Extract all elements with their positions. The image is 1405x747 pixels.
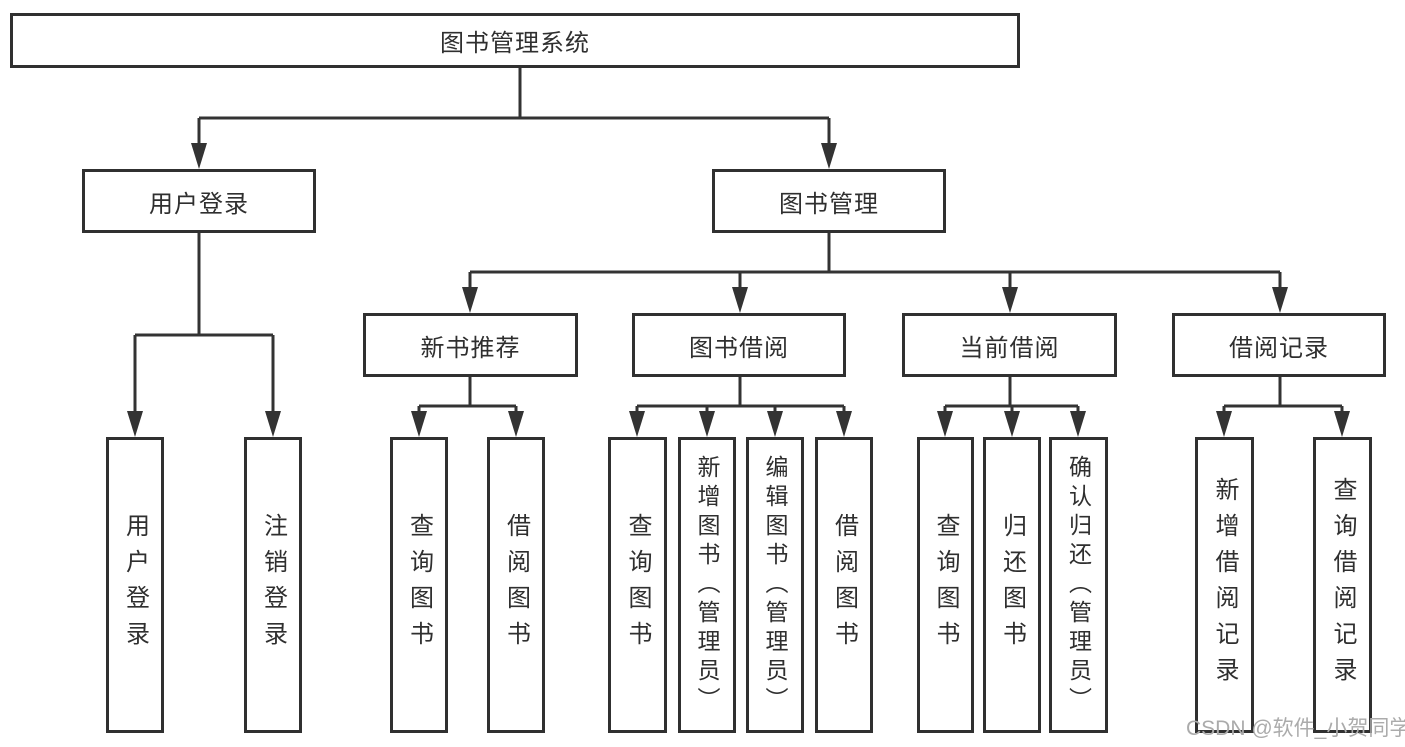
- node-label: 查询图书: [624, 513, 651, 657]
- node-label: 图书管理: [779, 190, 879, 218]
- node-label: 查询借阅记录: [1329, 477, 1356, 693]
- node-label: 编辑图书（管理员）: [762, 454, 788, 716]
- node-label: 用户登录: [149, 190, 249, 218]
- node-new-book-recommend: 新书推荐: [363, 313, 578, 377]
- node-label: 图书借阅: [689, 334, 789, 362]
- node-query-books: 查询图书: [608, 437, 667, 733]
- node-library-management-system: 图书管理系统: [10, 13, 1020, 68]
- node-edit-books-admin: 编辑图书（管理员）: [746, 437, 804, 733]
- node-query-books: 查询图书: [917, 437, 974, 733]
- node-book-management: 图书管理: [712, 169, 946, 233]
- node-label: 注销登录: [259, 513, 287, 657]
- node-label: 新增借阅记录: [1211, 477, 1238, 693]
- node-label: 图书管理系统: [440, 30, 590, 57]
- node-label: 查询图书: [405, 513, 433, 657]
- node-label: 归还图书: [998, 513, 1026, 657]
- node-add-borrow-record: 新增借阅记录: [1195, 437, 1254, 733]
- watermark-text: CSDN @软件_小贺同学: [1186, 717, 1405, 740]
- node-user-login: 用户登录: [82, 169, 316, 233]
- node-book-borrowing: 图书借阅: [632, 313, 846, 377]
- node-logout: 注销登录: [244, 437, 302, 733]
- node-label: 用户登录: [121, 513, 149, 657]
- node-label: 新书推荐: [420, 334, 521, 362]
- node-label: 新增图书（管理员）: [694, 454, 720, 716]
- node-label: 借阅图书: [830, 513, 858, 657]
- node-borrow-books: 借阅图书: [815, 437, 873, 733]
- node-label: 查询图书: [932, 513, 959, 657]
- node-current-borrowing: 当前借阅: [902, 313, 1117, 377]
- node-label: 借阅图书: [502, 513, 530, 657]
- node-confirm-return-admin: 确认归还（管理员）: [1049, 437, 1108, 733]
- node-borrow-books: 借阅图书: [487, 437, 545, 733]
- node-query-books: 查询图书: [390, 437, 448, 733]
- node-label: 借阅记录: [1229, 334, 1329, 362]
- node-return-books: 归还图书: [983, 437, 1041, 733]
- node-label: 当前借阅: [959, 334, 1060, 362]
- node-user-login-leaf: 用户登录: [106, 437, 164, 733]
- node-add-books-admin: 新增图书（管理员）: [678, 437, 736, 733]
- node-label: 确认归还（管理员）: [1065, 454, 1092, 716]
- node-query-borrow-record: 查询借阅记录: [1313, 437, 1372, 733]
- node-borrow-records: 借阅记录: [1172, 313, 1386, 377]
